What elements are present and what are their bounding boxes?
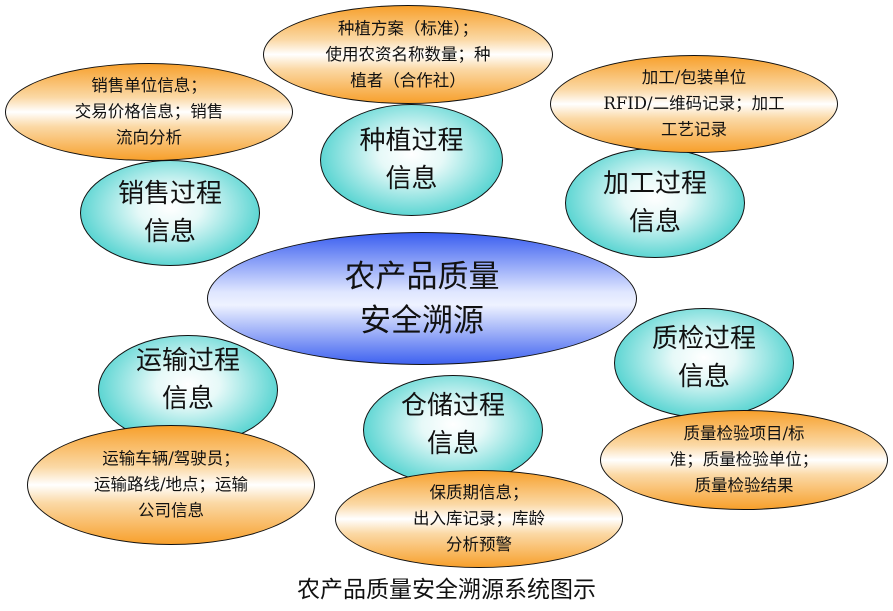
detail-line: 交易价格信息；销售 (74, 102, 224, 121)
node-sales: 销售过程信息 (80, 160, 260, 266)
detail-line: 公司信息 (138, 501, 204, 520)
details-transport: 运输车辆/驾驶员； 运输路线/地点；运输公司信息 (27, 425, 315, 545)
detail-line: RFID/二维码记录；加工 (603, 94, 785, 113)
node-title: 质检过程 (651, 324, 756, 354)
node-inspection: 质检过程信息 (614, 308, 794, 418)
detail-line: 质量检验结果 (694, 476, 794, 495)
node-processing: 加工过程信息 (565, 148, 745, 258)
detail-line: 运输路线/地点；运输 (93, 475, 249, 494)
node-title: 种植过程 (359, 126, 464, 156)
figure-caption: 农产品质量安全溯源系统图示 (297, 577, 596, 603)
center-node-traceability: 农产品质量安全溯源 (207, 232, 637, 365)
details-storage: 保质期信息； 出入库记录；库龄分析预警 (335, 470, 623, 568)
node-title: 运输过程 (135, 346, 240, 376)
node-title: 信息 (143, 217, 196, 247)
node-title: 加工过程 (602, 169, 707, 199)
node-title: 仓储过程 (400, 391, 505, 421)
detail-line: 出入库记录；库龄 (413, 509, 545, 528)
node-title: 信息 (385, 164, 438, 194)
detail-line: 使用农资名称数量；种 (325, 44, 491, 64)
node-title: 信息 (628, 207, 681, 237)
detail-line: 运输车辆/驾驶员； (102, 449, 240, 468)
detail-line: 种植方案（标准）； (337, 18, 479, 38)
detail-line: 工艺记录 (661, 120, 727, 139)
detail-line: 准；质量检验单位； (669, 450, 819, 469)
detail-line: 销售单位信息； (91, 76, 207, 95)
detail-line: 保质期信息； (429, 483, 529, 502)
details-planting: 种植方案（标准）； 使用农资名称数量；种植者（合作社） (263, 5, 553, 104)
node-title: 信息 (161, 384, 214, 414)
detail-line: 植者（合作社） (350, 70, 466, 90)
detail-line: 流向分析 (116, 128, 182, 147)
center-line-1: 农产品质量 (344, 258, 500, 295)
node-title: 销售过程 (117, 179, 222, 209)
details-sales: 销售单位信息； 交易价格信息；销售流向分析 (5, 63, 293, 161)
node-storage: 仓储过程信息 (363, 375, 543, 485)
node-title: 信息 (677, 362, 730, 392)
detail-line: 加工/包装单位 (641, 68, 747, 87)
detail-line: 分析预警 (446, 535, 512, 554)
node-title: 信息 (426, 429, 479, 459)
details-inspection: 质量检验项目/标准；质量检验单位； 质量检验结果 (600, 410, 888, 510)
node-planting: 种植过程信息 (320, 104, 503, 216)
details-processing: 加工/包装单位 RFID/二维码记录；加工工艺记录 (550, 55, 838, 153)
center-line-2: 安全溯源 (360, 302, 484, 339)
detail-line: 质量检验项目/标 (683, 424, 805, 443)
